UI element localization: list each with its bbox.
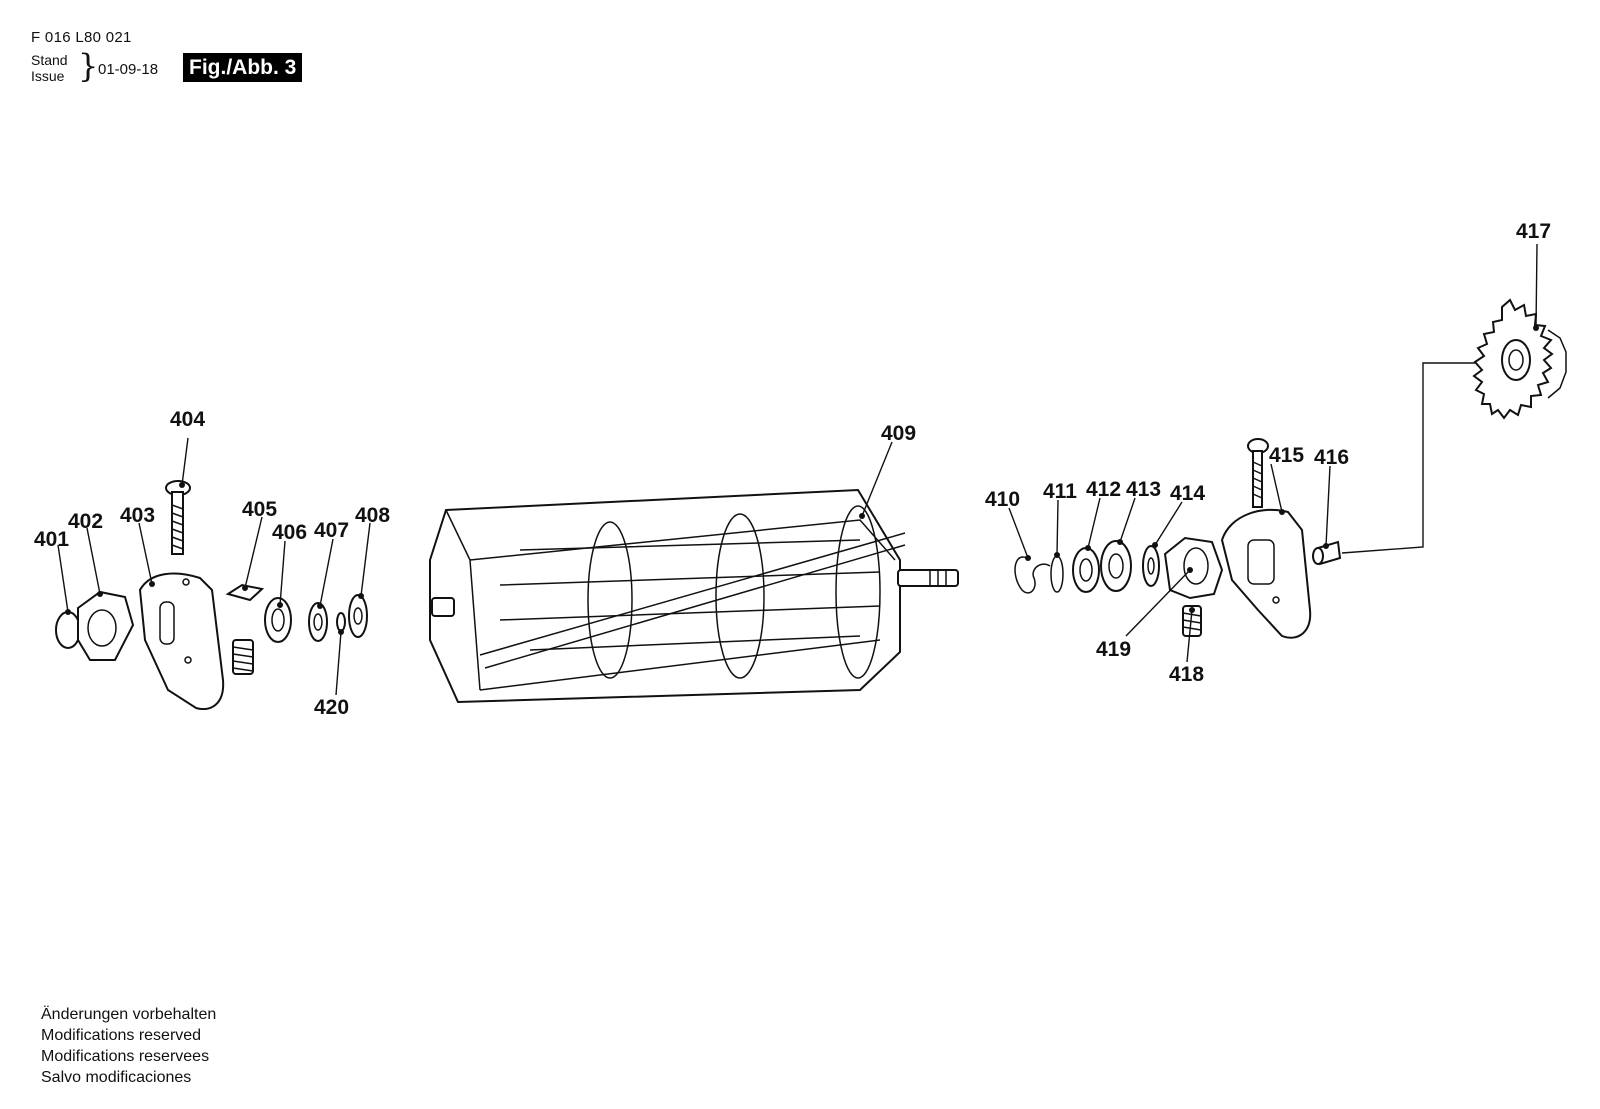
part-411-circlip	[1050, 555, 1064, 593]
part-401-knob	[55, 611, 81, 649]
figure-label: Fig./Abb. 3	[183, 53, 303, 82]
callout-414: 414	[1170, 482, 1205, 505]
spring-left	[232, 639, 254, 675]
assembly-connector-line	[1341, 362, 1495, 554]
part-402-nut	[77, 590, 135, 661]
part-407-ring	[308, 602, 328, 642]
stand-label: Stand	[31, 52, 68, 68]
part-415-side-plate	[1220, 438, 1312, 639]
callout-413: 413	[1126, 478, 1161, 501]
issue-label: Issue	[31, 68, 65, 84]
callout-418: 418	[1169, 663, 1204, 686]
part-409-cutting-cylinder	[429, 488, 959, 704]
document-code: F 016 L80 021	[31, 29, 132, 46]
footer-line-en: Modifications reserved	[41, 1027, 202, 1044]
callout-402: 402	[68, 510, 103, 533]
part-403-side-plate	[138, 572, 225, 710]
callout-408: 408	[355, 504, 390, 527]
callout-419: 419	[1096, 638, 1131, 661]
part-408-washer	[348, 594, 368, 638]
part-413-bearing	[1100, 540, 1132, 592]
callout-406: 406	[272, 521, 307, 544]
footer-line-fr: Modifications reservees	[41, 1048, 210, 1065]
part-412-seal	[1072, 547, 1100, 593]
footer-line-de: Änderungen vorbehalten	[41, 1006, 217, 1023]
callout-420: 420	[314, 696, 349, 719]
callout-415: 415	[1269, 444, 1304, 467]
stand-issue-labels: Stand Issue	[31, 52, 68, 84]
footer-line-es: Salvo modificaciones	[41, 1069, 192, 1086]
part-419-housing	[1163, 536, 1224, 600]
footer-notice: Änderungen vorbehalten Modifications res…	[41, 1004, 216, 1088]
callout-411: 411	[1043, 480, 1077, 503]
callout-403: 403	[120, 504, 155, 527]
brace-glyph: }	[78, 47, 99, 85]
callout-412: 412	[1086, 478, 1121, 501]
part-410-clip	[1014, 556, 1051, 594]
callout-405: 405	[242, 498, 277, 521]
callout-416: 416	[1314, 446, 1349, 469]
callout-401: 401	[34, 528, 69, 551]
part-418-spring	[1182, 605, 1202, 637]
part-405-square-nut	[225, 583, 265, 602]
part-420-small-ring	[336, 612, 346, 632]
callout-407: 407	[314, 519, 349, 542]
part-414-washer	[1142, 545, 1160, 587]
part-404-bolt	[165, 480, 191, 555]
callout-410: 410	[985, 488, 1020, 511]
part-417-sprocket	[1472, 298, 1567, 420]
issue-date: 01-09-18	[98, 61, 159, 78]
part-406-bearing	[264, 597, 292, 643]
callout-404: 404	[170, 408, 205, 431]
callout-labels: 401 402 403 404 405 406 407 408 409 410 …	[34, 220, 1551, 719]
leader-lines	[57, 243, 1539, 696]
callout-409: 409	[881, 422, 916, 445]
callout-417: 417	[1516, 220, 1551, 243]
